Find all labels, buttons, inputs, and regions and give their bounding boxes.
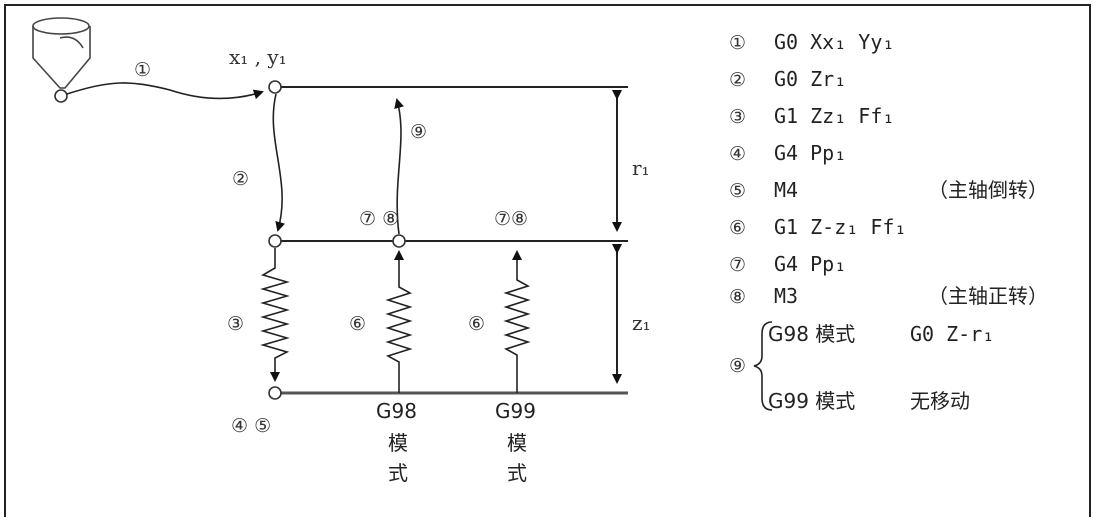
legend-num: ⑥: [729, 217, 746, 239]
g98-mode-char-1: 模: [388, 431, 408, 455]
legend-num: ②: [729, 69, 746, 91]
legend-num: ⑦: [729, 254, 746, 276]
legend-code: G4 Pp₁: [774, 252, 846, 276]
legend-g99-action: 无移动: [910, 389, 970, 413]
legend-note: （主轴倒转）: [928, 178, 1048, 202]
g99-mode-char-2: 式: [507, 461, 527, 485]
step-marker-4-5: ④ ⑤: [231, 415, 271, 437]
step-marker-1: ①: [134, 59, 151, 81]
return-point: [392, 234, 406, 248]
step-marker-3: ③: [227, 313, 244, 335]
start-coordinates-label: x₁ , y₁: [229, 45, 287, 69]
step-marker-7-8-g98: ⑦ ⑧: [359, 208, 399, 230]
legend-item: ① G0 Xx₁ Yy₁: [729, 30, 894, 54]
legend-code: M4: [774, 178, 798, 202]
legend-num: ③: [729, 106, 746, 128]
xy-point: [268, 80, 282, 94]
legend-num: ⑨: [729, 355, 746, 377]
legend-code: G0 Xx₁ Yy₁: [774, 30, 894, 54]
legend-item: ③ G1 Zz₁ Ff₁: [729, 104, 894, 128]
legend-code: M3: [774, 284, 798, 308]
legend-code: G4 Pp₁: [774, 141, 846, 165]
bottom-point: [268, 386, 282, 400]
legend-code: G0 Zr₁: [774, 67, 846, 91]
legend-g98-mode: G98 模式: [768, 322, 855, 346]
feed-down-path: [260, 248, 290, 382]
g98-mode-code: G98: [376, 399, 417, 423]
step-marker-2: ②: [232, 168, 249, 190]
step-marker-6-g99: ⑥: [468, 313, 485, 335]
legend: ① G0 Xx₁ Yy₁ ② G0 Zr₁ ③ G1 Zz₁ Ff₁ ④ G4 …: [729, 30, 1048, 413]
r-point: [268, 234, 282, 248]
step-marker-9: ⑨: [410, 121, 427, 143]
feed-up-path-g99: [503, 250, 531, 393]
g98-mode-char-2: 式: [388, 461, 408, 485]
legend-item: ⑦ G4 Pp₁: [729, 252, 846, 276]
step-marker-6-g98: ⑥: [349, 313, 366, 335]
g99-mode-char-1: 模: [507, 431, 527, 455]
legend-item: ② G0 Zr₁: [729, 67, 846, 91]
legend-brace: [753, 321, 773, 411]
diagram-frame: [4, 4, 1091, 517]
z-dimension-label: z₁: [632, 311, 651, 335]
r-dimension-label: r₁: [632, 156, 650, 180]
legend-num: ⑧: [729, 286, 746, 308]
feed-up-path-g98: [385, 250, 413, 393]
legend-item: ⑧ M3 （主轴正转）: [729, 284, 1048, 308]
legend-num: ⑤: [729, 180, 746, 202]
legend-code: G1 Z-z₁ Ff₁: [774, 215, 906, 239]
legend-item: ⑤ M4 （主轴倒转）: [729, 178, 1048, 202]
legend-item-9: ⑨ G98 模式 G0 Z-r₁ G99 模式 无移动: [729, 321, 994, 413]
legend-code: G1 Zz₁ Ff₁: [774, 104, 894, 128]
legend-item: ⑥ G1 Z-z₁ Ff₁: [729, 215, 906, 239]
rapid-z-path: [272, 93, 285, 232]
g99-mode-code: G99: [495, 399, 536, 423]
legend-num: ①: [729, 32, 746, 54]
legend-item: ④ G4 Pp₁: [729, 141, 846, 165]
start-point: [54, 89, 68, 103]
tool-icon: [32, 17, 91, 89]
legend-g99-mode: G99 模式: [768, 389, 855, 413]
step-marker-7-8-g99: ⑦⑧: [494, 208, 528, 230]
legend-g98-action: G0 Z-r₁: [910, 322, 994, 346]
legend-note: （主轴正转）: [928, 284, 1048, 308]
return-to-initial-path: [394, 98, 404, 235]
legend-num: ④: [729, 143, 746, 165]
rapid-xy-path: [66, 82, 264, 100]
